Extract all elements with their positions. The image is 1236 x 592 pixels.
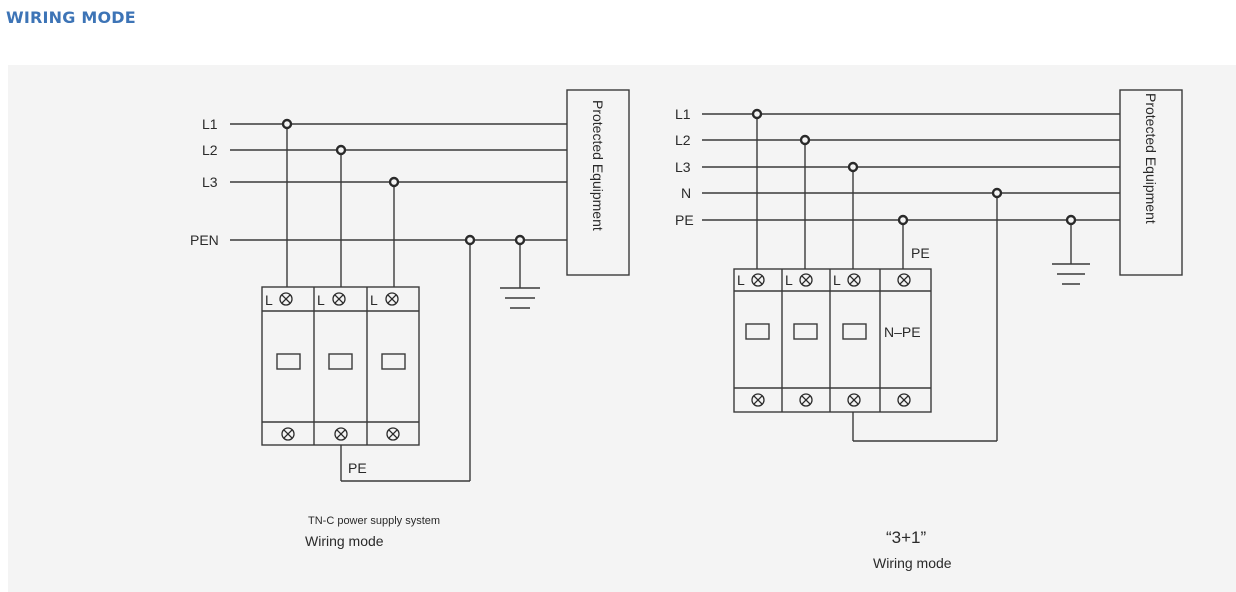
svg-text:L: L	[265, 292, 273, 308]
label-n: N	[681, 185, 691, 201]
label-pe-tap: PE	[911, 245, 930, 261]
terminal-screw-icon	[799, 273, 813, 287]
label-l2: L2	[675, 132, 691, 148]
diagram-3plus1: L1 L2 L3 N PE Protected Equipment PE	[675, 89, 1183, 571]
label-l1: L1	[202, 116, 218, 132]
terminal-screw-icon	[847, 273, 861, 287]
spd-module-3p: L L L	[261, 286, 420, 446]
diagram-panel	[8, 65, 1236, 592]
page-title: WIRING MODE	[6, 8, 136, 27]
label-l2: L2	[202, 142, 218, 158]
label-pe: PE	[675, 212, 694, 228]
protected-equipment-box	[566, 89, 630, 276]
caption-wiring-mode: Wiring mode	[305, 533, 384, 549]
terminal-screw-icon	[279, 292, 293, 306]
label-npe: N–PE	[884, 324, 921, 340]
svg-text:L: L	[833, 272, 841, 288]
terminal-screw-icon	[847, 393, 861, 407]
label-pen: PEN	[190, 232, 219, 248]
terminal-screw-icon	[799, 393, 813, 407]
caption-wiring-mode: Wiring mode	[873, 555, 952, 571]
label-l3: L3	[675, 159, 691, 175]
ground-symbol	[500, 287, 540, 309]
label-l1: L1	[675, 106, 691, 122]
terminal-screw-icon	[897, 393, 911, 407]
svg-text:L: L	[317, 292, 325, 308]
caption-3plus1: “3+1”	[886, 528, 926, 547]
terminal-screw-icon	[385, 292, 399, 306]
terminal-screw-icon	[897, 273, 911, 287]
svg-text:L: L	[737, 272, 745, 288]
terminal-screw-icon	[334, 427, 348, 441]
svg-text:L: L	[370, 292, 378, 308]
svg-text:L: L	[785, 272, 793, 288]
protected-equipment-box	[1119, 89, 1183, 276]
diagram-tnc: L1 L2 L3 PEN Protected Equipment PE	[190, 89, 630, 549]
terminal-screw-icon	[386, 427, 400, 441]
label-pe-return: PE	[348, 460, 367, 476]
protected-equipment-label: Protected Equipment	[1143, 93, 1159, 224]
ground-symbol	[1052, 263, 1090, 285]
terminal-screw-icon	[281, 427, 295, 441]
spd-module-3plus1: N–PE L L L	[733, 268, 932, 413]
terminal-screw-icon	[751, 393, 765, 407]
label-l3: L3	[202, 174, 218, 190]
protected-equipment-label: Protected Equipment	[590, 100, 606, 231]
terminal-screw-icon	[332, 292, 346, 306]
terminal-screw-icon	[751, 273, 765, 287]
caption-system: TN-C power supply system	[308, 515, 440, 527]
